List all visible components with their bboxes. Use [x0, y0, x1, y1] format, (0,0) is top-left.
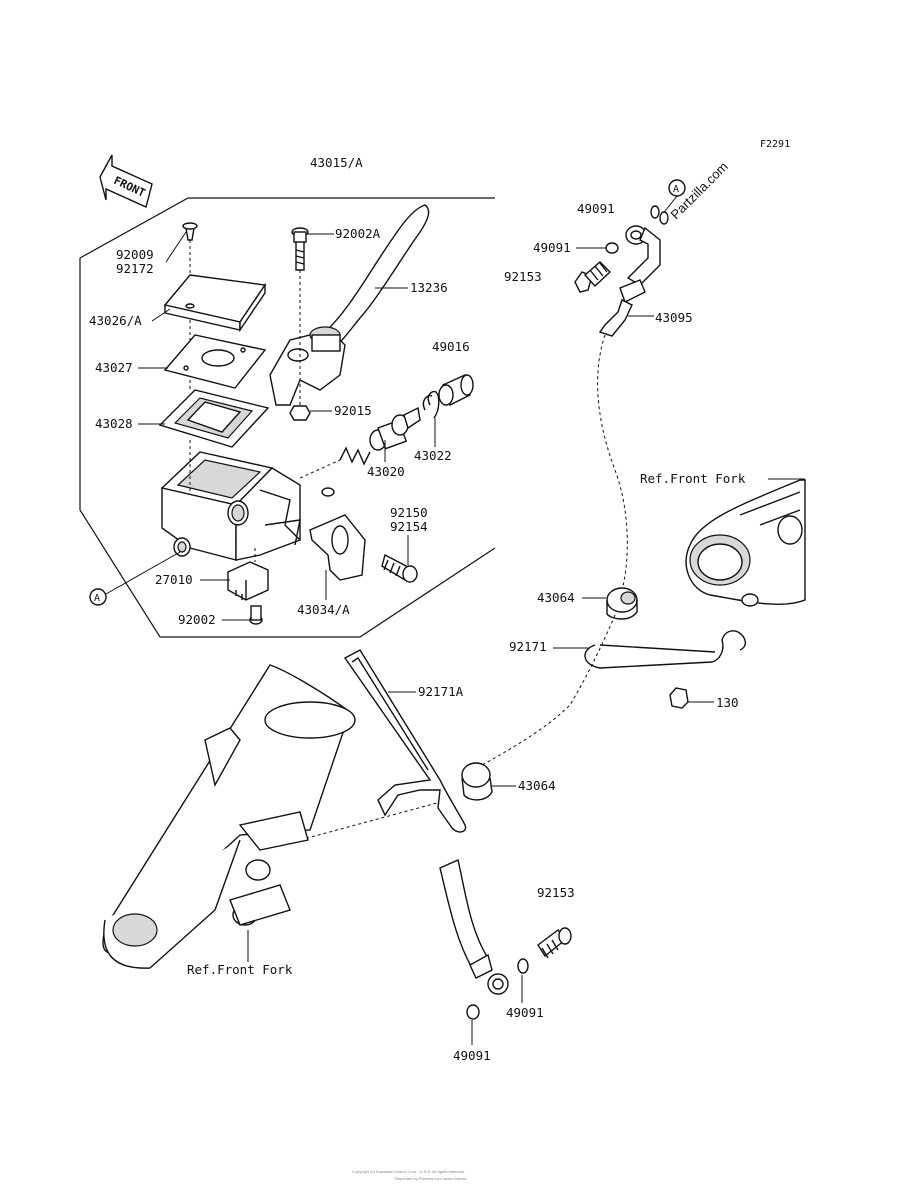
- front-arrow-icon: FRONT: [99, 154, 153, 208]
- reservoir-cap: [163, 274, 267, 333]
- bolt-92150: [381, 553, 418, 583]
- screw-92009: [182, 222, 198, 241]
- label-92172: 92172: [116, 261, 154, 276]
- label-92009: 92009: [116, 247, 154, 262]
- label-43015a: 43015/A: [310, 155, 363, 170]
- ref-a-marker-left: A: [89, 551, 181, 606]
- washer-lower-right: [517, 958, 529, 974]
- label-49091-top: 49091: [577, 201, 615, 216]
- label-130: 130: [716, 695, 739, 710]
- label-43064-lower: 43064: [518, 778, 556, 793]
- front-fork-left: [102, 664, 356, 969]
- footer-line-1: Copyright (c) Kawasaki Motors Corp., U.S…: [352, 1169, 465, 1174]
- grommet-lower: [461, 762, 493, 801]
- bolt-130: [669, 687, 689, 709]
- label-92002a: 92002A: [335, 226, 381, 241]
- label-92150: 92150: [390, 505, 428, 520]
- banjo-upper: [625, 225, 661, 286]
- label-43022: 43022: [414, 448, 452, 463]
- hose-clamp-92171: [584, 630, 747, 669]
- figure-code: F2291: [760, 139, 790, 150]
- label-43034a: 43034/A: [297, 602, 350, 617]
- label-ref-front-fork-left: Ref.Front Fork: [187, 962, 293, 977]
- label-49091-bottom: 49091: [453, 1048, 491, 1063]
- label-92002: 92002: [178, 612, 216, 627]
- nut-92015: [289, 405, 311, 421]
- reservoir-plate: [163, 334, 267, 389]
- brake-hose-lower: [439, 859, 493, 979]
- label-43027: 43027: [95, 360, 133, 375]
- svg-text:A: A: [673, 184, 679, 195]
- banjo-bolt-lower: [537, 927, 572, 959]
- label-49016: 49016: [432, 339, 470, 354]
- label-43095: 43095: [655, 310, 693, 325]
- label-13236: 13236: [410, 280, 448, 295]
- label-49091-mid: 49091: [533, 240, 571, 255]
- bolt-92002a: [291, 227, 309, 271]
- dust-boot: [438, 374, 474, 406]
- brake-lever: [269, 204, 430, 406]
- hose-bracket-92171a: [343, 649, 467, 833]
- washer-lower-bottom: [466, 1004, 480, 1020]
- label-92015: 92015: [334, 403, 372, 418]
- brake-hose-upper: [598, 279, 646, 337]
- label-43028: 43028: [95, 416, 133, 431]
- hose-route: [597, 334, 628, 591]
- label-92171a: 92171A: [418, 684, 464, 699]
- brake-switch: [227, 561, 269, 601]
- screw-92002: [249, 605, 263, 625]
- assembly-frame: [79, 197, 495, 259]
- banjo-bolt-top: [574, 261, 612, 293]
- label-92154: 92154: [390, 519, 428, 534]
- footer-line-2: Reprinted by Partzilla.com under license: [395, 1176, 467, 1181]
- label-27010: 27010: [155, 572, 193, 587]
- banjo-lower: [487, 973, 509, 995]
- svg-text:A: A: [94, 593, 100, 604]
- label-92171: 92171: [509, 639, 547, 654]
- label-49091-br: 49091: [506, 1005, 544, 1020]
- ref-a-marker-right: A: [661, 179, 686, 216]
- master-cylinder-body: [160, 451, 301, 561]
- label-92153-bottom: 92153: [537, 885, 575, 900]
- washer-top: [650, 205, 669, 225]
- circlip: [422, 390, 440, 419]
- front-fork-right: [685, 479, 806, 607]
- reservoir-diaphragm: [158, 389, 270, 448]
- handlebar-clamp: [309, 487, 366, 581]
- label-ref-front-fork-right: Ref.Front Fork: [640, 471, 746, 486]
- label-43020: 43020: [367, 464, 405, 479]
- grommet-upper: [606, 587, 638, 620]
- washer-mid: [605, 242, 619, 254]
- label-43064-upper: 43064: [537, 590, 575, 605]
- label-43026a: 43026/A: [89, 313, 142, 328]
- label-92153-top: 92153: [504, 269, 542, 284]
